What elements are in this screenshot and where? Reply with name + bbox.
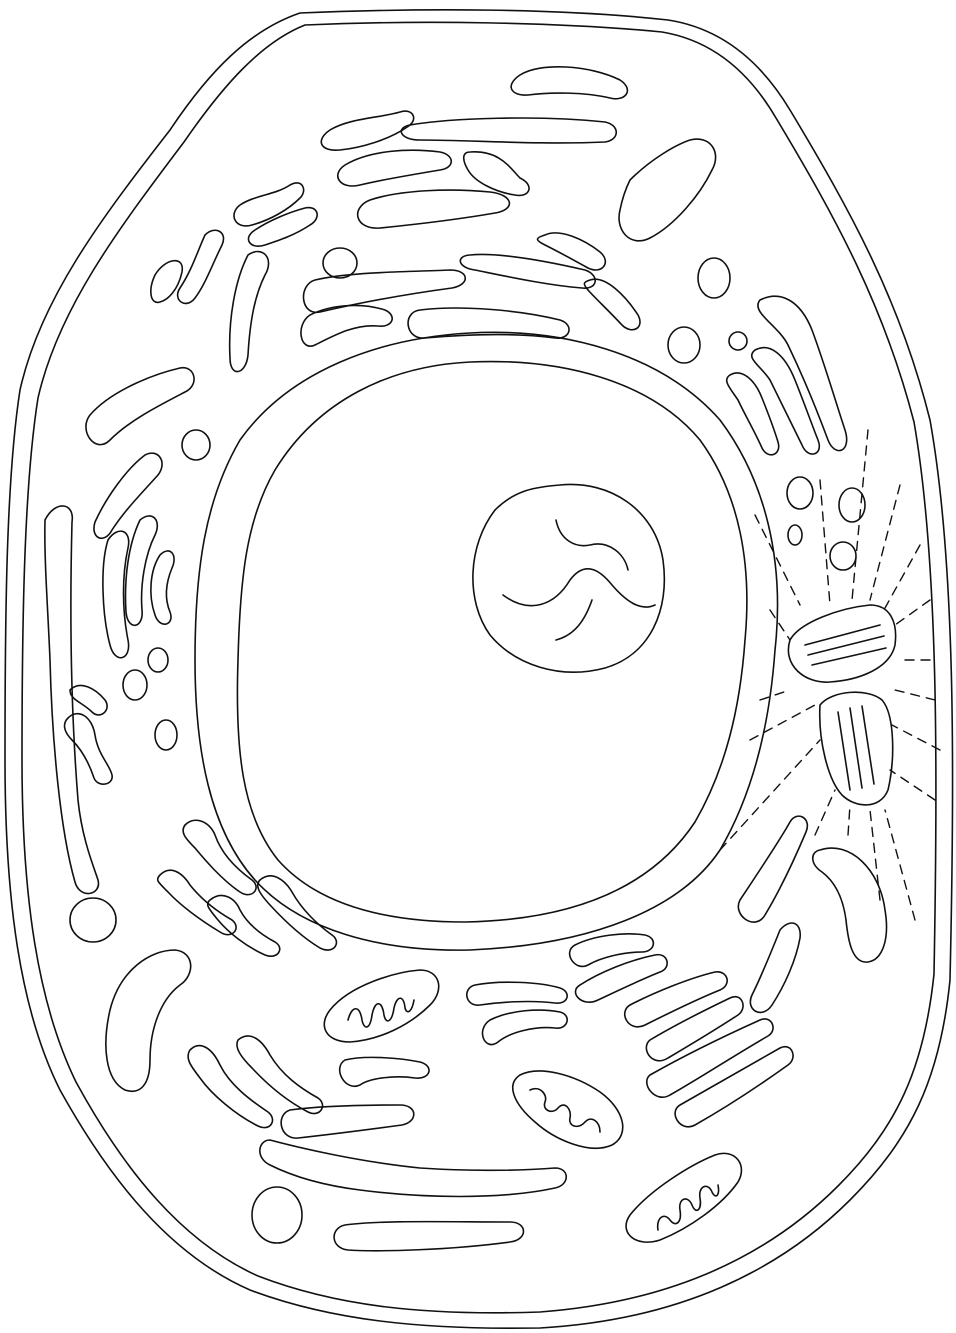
centriole-tubule [862,706,874,784]
spindle-fiber [895,600,930,625]
mitochondrion [513,1071,623,1148]
endoplasmic-reticulum [45,67,887,1251]
mitochondrion-cristae [530,1089,600,1132]
cell-membrane-outer [5,10,953,1328]
er-tubule [70,685,107,714]
vesicle [252,1187,302,1243]
er-tubule [752,348,820,454]
er-tubule [151,551,174,624]
mitochondrion-cristae [348,998,414,1027]
er-tubule [340,1057,429,1086]
er-tubule [94,453,162,538]
er-tubule [304,270,466,312]
er-tubule [230,252,269,372]
er-tubule [45,506,99,894]
vesicle [729,332,747,350]
spindle-fiber [760,690,790,700]
centriole-tubule [808,636,884,655]
er-tubule [188,1046,272,1128]
mitochondrion-cristae [658,1185,719,1230]
centriole-tubule [838,712,850,790]
er-tubule [248,208,317,247]
er-tubule [178,230,224,303]
vesicle [123,670,147,700]
chromatin-strand-3 [556,600,592,640]
spindle-fiber [770,610,790,640]
er-tubule [511,67,627,99]
spindle-fiber [820,480,830,605]
vesicle [830,542,856,570]
er-tubule [482,1010,567,1044]
vesicle [155,720,177,750]
er-tubule [460,254,595,288]
er-tubule [464,152,529,196]
vesicle [839,488,865,522]
nuclear-envelope [195,332,778,950]
mitochondrion [324,970,438,1042]
er-tubule [260,1140,566,1197]
er-tubule [467,982,567,1005]
vesicle [787,477,813,509]
spindle-fiber [815,790,835,835]
er-tubule [234,183,304,226]
vesicle [698,258,730,298]
spindle-fibers [720,430,940,920]
cell-membrane [5,10,953,1328]
nucleolus [473,484,664,672]
er-tubule [738,816,807,922]
er-tubule [758,296,847,450]
er-tubule [183,820,256,894]
nucleolus-outline [473,484,664,672]
spindle-fiber [895,690,935,700]
er-tubule [237,1036,323,1114]
er-tubule [106,950,191,1091]
vesicle [323,248,357,278]
centriole-tubule [850,708,862,788]
spindle-fiber [852,430,868,600]
spindle-fiber [750,705,815,740]
spindle-fiber [885,545,920,608]
spindle-fiber [848,805,850,835]
er-tubule [575,955,667,1003]
er-tubule [321,111,413,150]
nuclear-envelope-inner [237,362,747,922]
nuclear-envelope-outer [195,332,778,950]
chromatin-strand-2 [556,520,628,570]
vesicle [182,430,210,460]
mitochondrion-outline [513,1071,623,1148]
spindle-fiber [890,770,935,800]
er-tubule [619,139,716,241]
spindle-fiber [870,485,900,600]
er-tubule [86,368,194,445]
mitochondrion [626,1153,741,1242]
centriole-outline [788,605,895,682]
centriole [820,692,893,805]
er-tubule [65,714,113,784]
centriole-tubule [805,625,880,645]
er-tubule [750,923,800,1012]
er-tubule [408,308,569,338]
centriole [788,605,895,682]
spindle-fiber [885,810,915,920]
er-tubule [538,233,606,270]
vesicle [788,525,802,545]
er-tubule [675,1047,793,1127]
spindle-fiber [892,725,940,750]
er-tubule [338,150,451,186]
centrosome [720,430,940,920]
vesicle [70,898,116,942]
er-tubule [401,118,616,143]
mitochondrion-outline [626,1153,741,1242]
chromatin-strand-1 [503,569,655,607]
er-tubule [334,1222,523,1251]
er-tubule [570,934,654,967]
vesicle [148,648,168,672]
er-tubule [281,1105,414,1138]
vesicle [668,327,700,363]
er-tubule [358,190,510,228]
